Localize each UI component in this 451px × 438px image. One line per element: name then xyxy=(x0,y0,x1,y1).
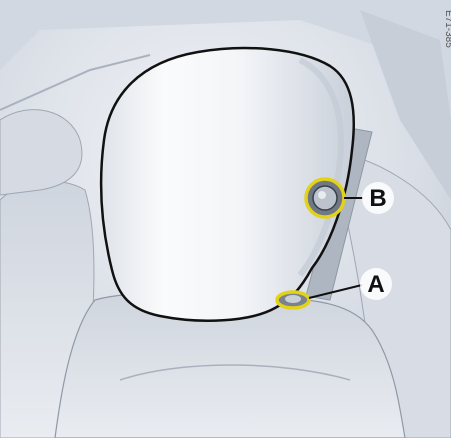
figure-reference: E71-385 xyxy=(443,10,451,48)
release-button-b xyxy=(306,179,344,217)
callout-a-label: A xyxy=(367,271,384,298)
adjust-button-a xyxy=(277,292,309,308)
callout-b-label: B xyxy=(369,185,386,212)
